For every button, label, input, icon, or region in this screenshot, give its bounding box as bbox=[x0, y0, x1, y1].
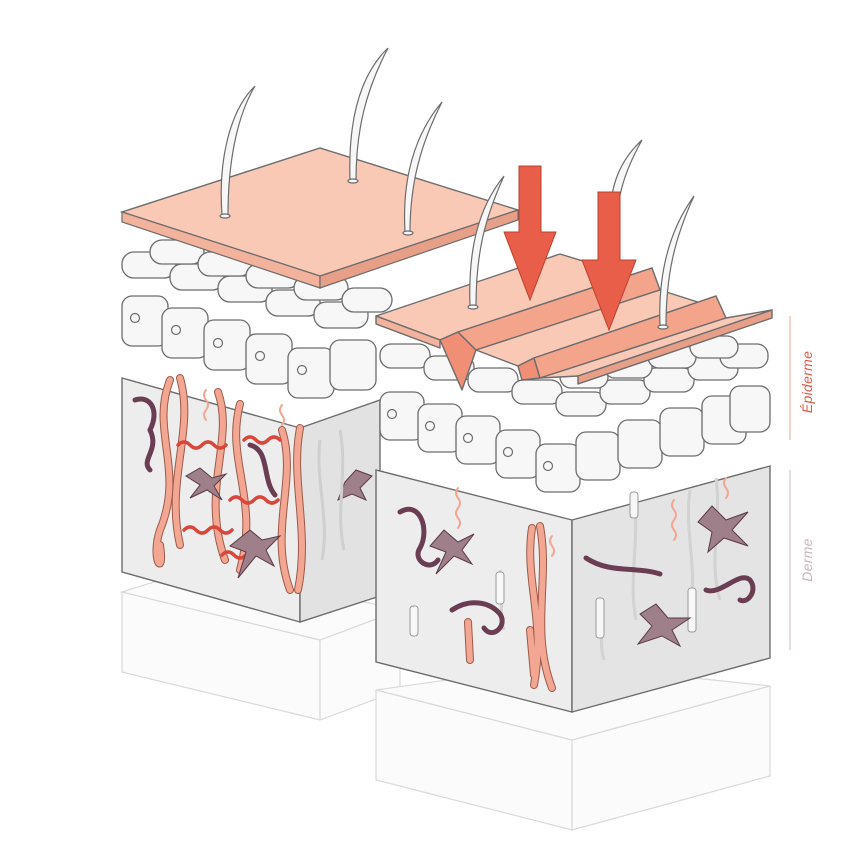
layer-labels: Épiderme Derme bbox=[789, 316, 815, 650]
left-fibroblasts bbox=[185, 467, 373, 579]
fibroblast-icon bbox=[229, 529, 282, 579]
left-cell-nuclei bbox=[129, 312, 308, 376]
right-skin-block bbox=[375, 139, 773, 831]
left-back-fibers bbox=[317, 429, 346, 561]
right-thin-fibers bbox=[455, 477, 729, 557]
right-collagen-fibers bbox=[397, 506, 756, 636]
right-vessel-stubs bbox=[409, 491, 697, 639]
fibroblast-icon bbox=[636, 603, 692, 648]
right-blood-vessels bbox=[464, 522, 556, 692]
hair-icon bbox=[469, 175, 505, 307]
hair-icon bbox=[659, 195, 695, 327]
hair-icon bbox=[349, 47, 389, 181]
fibroblast-icon bbox=[429, 529, 475, 575]
fibroblast-icon bbox=[697, 505, 749, 554]
left-skin-block bbox=[119, 47, 521, 721]
down-arrow-icon bbox=[581, 191, 637, 332]
left-elastin-fibers bbox=[176, 435, 282, 560]
left-collagen-fibers bbox=[132, 396, 278, 498]
hair-icon bbox=[403, 101, 443, 233]
epidermis-label: Épiderme bbox=[799, 351, 815, 413]
left-hairs bbox=[219, 47, 443, 236]
fibroblast-icon bbox=[185, 467, 228, 501]
down-arrow-icon bbox=[503, 165, 557, 302]
right-fibroblasts bbox=[429, 505, 749, 648]
hair-icon bbox=[220, 85, 256, 216]
left-basal-cells bbox=[121, 295, 377, 399]
right-skin-surface bbox=[375, 253, 773, 391]
right-basal-cells bbox=[379, 385, 771, 493]
compression-arrows bbox=[503, 165, 637, 332]
blood-vessel-icon bbox=[465, 523, 555, 691]
left-thin-fibers bbox=[203, 389, 285, 426]
right-cell-nuclei bbox=[386, 408, 554, 472]
dermis-label: Derme bbox=[799, 538, 815, 582]
